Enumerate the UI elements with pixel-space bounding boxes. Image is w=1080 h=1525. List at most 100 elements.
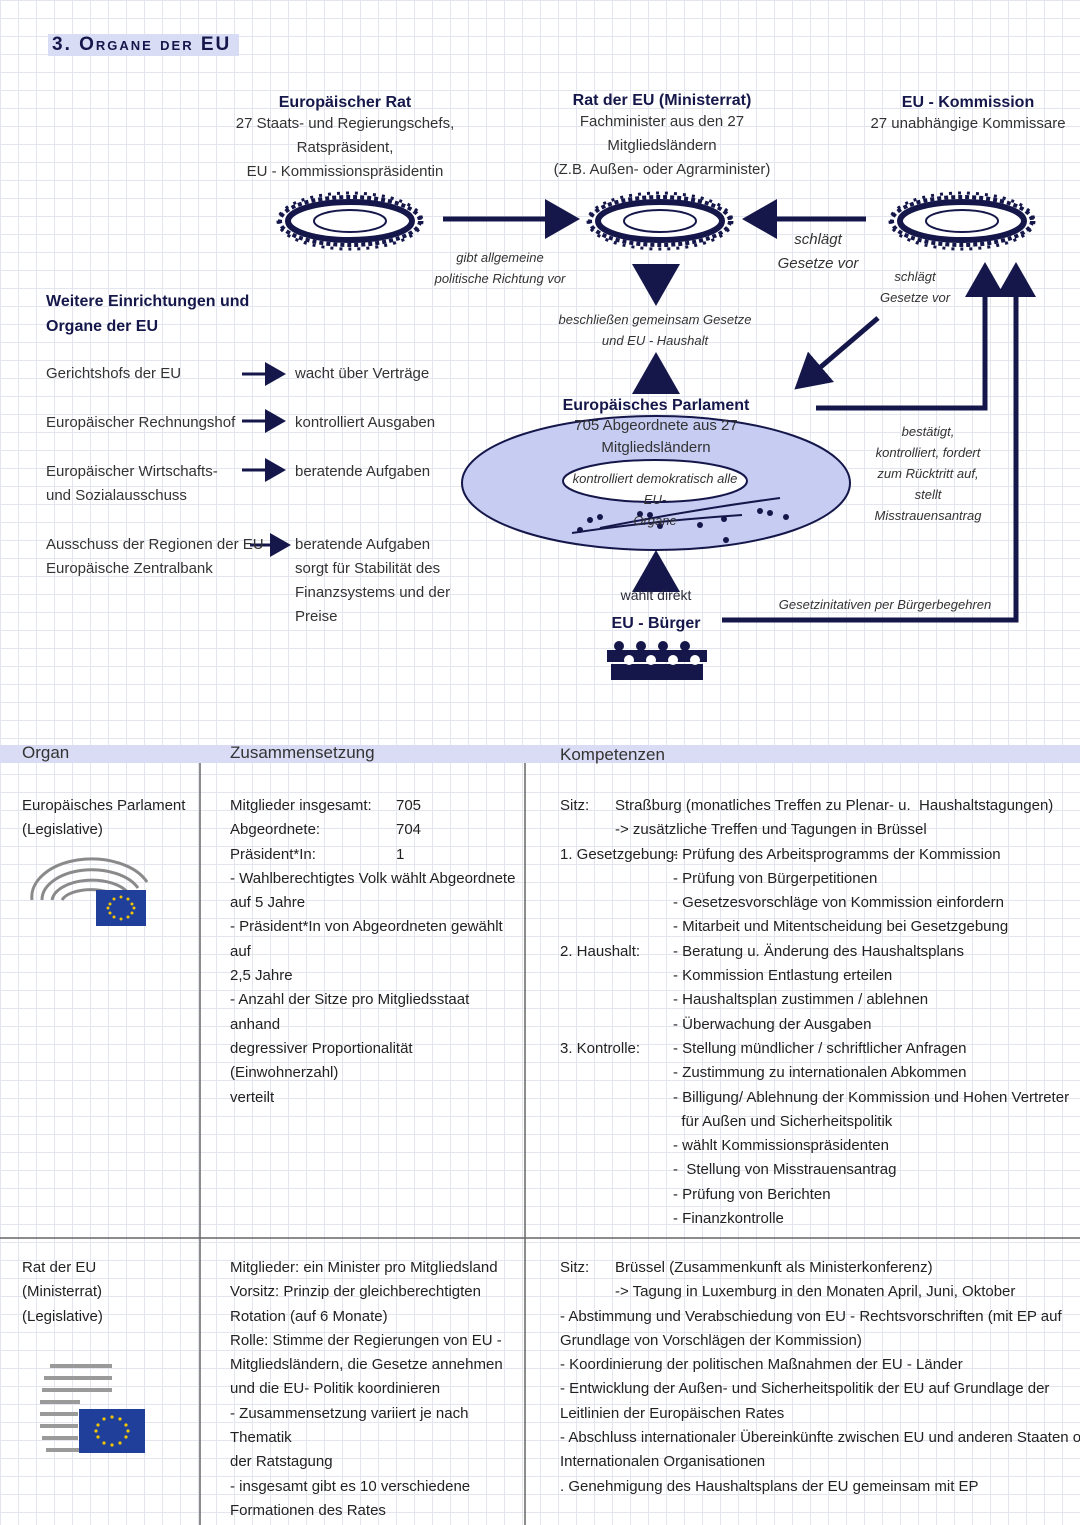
arrow-parlament-to-kommission — [816, 262, 1005, 411]
edge-label: wählt direkt — [620, 587, 692, 603]
edge-label: schlägt — [894, 269, 936, 284]
weitere-item-role: Preise — [295, 608, 338, 625]
edge-label: Gesetze vor — [777, 255, 859, 272]
weitere-item-name: Europäischer Rechnungshof — [46, 414, 236, 431]
parlament-inner-ellipse — [562, 459, 748, 503]
buerger-title: EU - Bürger — [611, 615, 701, 632]
zusammensetzung-line: der Ratstagung — [230, 1450, 520, 1474]
zusammensetzung-line: und die EU- Politik koordinieren — [230, 1377, 520, 1401]
zusammensetzung-key: Rolle: Stimme der Regierungen von EU - — [230, 1331, 502, 1349]
kompetenz-text: Internationalen Organisationen — [560, 1453, 766, 1471]
kompetenz-line: Sitz: Brüssel (Zusammenkunft als Minister… — [560, 1256, 1075, 1280]
kompetenz-line: 1. Gesetzgebung:- Prüfung des Arbeitspro… — [560, 843, 1075, 867]
kompetenz-line: - Mitarbeit und Mitentscheidung bei Gese… — [560, 915, 1075, 939]
zusammensetzung-line: degressiver Proportionalität (Einwohnerz… — [230, 1037, 520, 1086]
kompetenz-category: 3. Kontrolle: — [560, 1039, 641, 1057]
zusammensetzung-key: - Wahlberechtigtes Volk wählt Abgeordnet… — [230, 869, 516, 887]
table-header-kompetenzen: Kompetenzen — [560, 745, 665, 764]
kompetenz-text: - Abschluss internationaler Übereinkünft… — [560, 1429, 1080, 1447]
table-header-organ: Organ — [22, 743, 70, 762]
kompetenz-text: - Zustimmung zu internationalen Abkommen — [673, 1064, 967, 1082]
zusammensetzung-line: Abgeordnete: 704 — [230, 818, 520, 842]
kompetenz-text: Brüssel (Zusammenkunft als Ministerkonfe… — [615, 1259, 933, 1276]
parlament-line: 705 Abgeordnete aus 27 — [574, 417, 738, 434]
kompetenz-category: Sitz: — [560, 1259, 590, 1276]
kompetenz-line: Sitz: Straßburg (monatliches Treffen zu P… — [560, 794, 1075, 818]
kompetenz-text: Grundlage von Vorschlägen der Kommission… — [560, 1331, 862, 1349]
weitere-item-name: und Sozialausschuss — [46, 487, 187, 504]
kompetenz-text: . Genehmigung des Haushaltsplans der EU … — [560, 1477, 979, 1495]
kompetenz-category: 2. Haushalt: — [560, 942, 641, 960]
rat-der-eu-title: Rat der EU (Ministerrat) — [572, 92, 752, 109]
europaeischer-rat-ring — [278, 193, 422, 249]
edge-label: politische Richtung vor — [434, 271, 566, 286]
kompetenz-line: -> Tagung in Luxemburg in den Monaten Ap… — [560, 1280, 1075, 1304]
kompetenz-line: Internationalen Organisationen — [560, 1450, 1075, 1474]
kompetenz-line: -> zusätzliche Treffen und Tagungen in B… — [560, 818, 1075, 842]
row-organ: Rat der EU — [22, 1259, 97, 1276]
edge-label: bestätigt, — [901, 424, 955, 439]
row-organ: (Legislative) — [22, 821, 103, 839]
europaeischer-rat-line: EU - Kommissionspräsidentin — [246, 163, 444, 180]
kompetenz-line: für Außen und Sicherheitspolitik — [560, 1110, 1075, 1134]
zusammensetzung-key: degressiver Proportionalität (Einwohnerz… — [230, 1039, 413, 1082]
kompetenz-text: - Stellung von Misstrauensantrag — [673, 1161, 897, 1179]
edge-label: beschließen gemeinsam Gesetze — [558, 312, 752, 327]
kompetenz-text: - Finanzkontrolle — [673, 1210, 784, 1228]
zusammensetzung-line: - Zusammensetzung variiert je nach Thema… — [230, 1402, 520, 1451]
kompetenz-line: - Zustimmung zu internationalen Abkommen — [560, 1061, 1075, 1085]
kompetenz-category: Sitz: — [560, 797, 590, 814]
zusammensetzung-line: Formationen des Rates — [230, 1499, 520, 1523]
rat-der-eu-line: Mitgliedsländern — [607, 137, 717, 154]
kompetenz-text: - Billigung/ Ablehnung der Kommission un… — [673, 1088, 1070, 1106]
table-header-zusammensetzung: Zusammensetzung — [230, 743, 375, 762]
kompetenz-text: - Prüfung von Bürgerpetitionen — [673, 869, 878, 887]
rat-der-eu-line: (Z.B. Außen- oder Agrarminister) — [553, 161, 771, 178]
weitere-item-role: sorgt für Stabilität des — [295, 560, 441, 577]
arrow-kommission-to-parlament — [794, 316, 880, 390]
kompetenz-line: - Koordinierung der politischen Maßnahme… — [560, 1353, 1075, 1377]
zusammensetzung-key: - Zusammensetzung variiert je nach Thema… — [230, 1404, 469, 1447]
arrow-buerger-to-kommission — [722, 262, 1036, 623]
kompetenz-text: -> Tagung in Luxemburg in den Monaten Ap… — [615, 1283, 1016, 1301]
zusammensetzung-key: der Ratstagung — [230, 1453, 333, 1471]
weitere-item-name: Gerichtshofs der EU — [46, 365, 182, 382]
zusammensetzung-key: verteilt — [230, 1088, 275, 1106]
zusammensetzung-value: 704 — [396, 821, 422, 839]
kompetenz-text: - Abstimmung und Verabschiedung von EU -… — [560, 1307, 1062, 1325]
zusammensetzung-line: Mitgliedsländern, die Gesetze annehmen — [230, 1353, 520, 1377]
kompetenz-line: - Billigung/ Ablehnung der Kommission un… — [560, 1086, 1075, 1110]
kompetenz-text: für Außen und Sicherheitspolitik — [673, 1112, 893, 1130]
edge-label: und EU - Haushalt — [601, 333, 709, 348]
kompetenz-text: - Prüfung des Arbeitsprogramms der Kommi… — [673, 845, 1001, 863]
parlament-seats-icon — [571, 497, 789, 543]
zusammensetzung-key: - insgesamt gibt es 10 verschiedene — [230, 1477, 471, 1495]
zusammensetzung-key: auf 5 Jahre — [230, 894, 306, 912]
table-header-band — [0, 745, 1080, 763]
zusammensetzung-line: Vorsitz: Prinzip der gleichberechtigten — [230, 1280, 520, 1304]
zusammensetzung-key: und die EU- Politik koordinieren — [230, 1380, 441, 1398]
kompetenz-text: - Stellung mündlicher / schriftlicher An… — [673, 1039, 967, 1057]
kompetenz-line: - Abstimmung und Verabschiedung von EU -… — [560, 1305, 1075, 1329]
kompetenz-text: Straßburg (monatliches Treffen zu Plenar… — [615, 797, 1054, 814]
kompetenz-text: Leitlinien der Europäischen Rates — [560, 1404, 785, 1422]
kompetenz-line: - Stellung von Misstrauensantrag — [560, 1158, 1075, 1182]
zusammensetzung-key: - Anzahl der Sitze pro Mitgliedsstaat an… — [230, 991, 470, 1033]
kompetenz-line: - Haushaltsplan zustimmen / ablehnen — [560, 988, 1075, 1012]
parlament-line: Mitgliedsländern — [601, 439, 711, 456]
zusammensetzung-key: Formationen des Rates — [230, 1501, 386, 1519]
zusammensetzung-key: - Präsident*In von Abgeordneten gewählt … — [230, 918, 503, 960]
zusammensetzung-line: 2,5 Jahre — [230, 964, 520, 988]
zusammensetzung-key: 2,5 Jahre — [230, 967, 293, 985]
kompetenz-text: -> zusätzliche Treffen und Tagungen in B… — [615, 821, 927, 839]
edge-label: Gesetzinitativen per Bürgerbegehren — [778, 597, 992, 612]
buerger-icon — [607, 641, 707, 680]
kompetenz-text: - Prüfung von Berichten — [673, 1185, 831, 1203]
zusammensetzung-line: Mitglieder: ein Minister pro Mitgliedsla… — [230, 1256, 520, 1280]
zusammensetzung-key: Mitglieder: ein Minister pro Mitgliedsla… — [230, 1259, 498, 1276]
zusammensetzung-key: Abgeordnete: — [230, 821, 321, 839]
edge-label: kontrolliert, fordert — [875, 445, 981, 460]
weitere-item-name: Europäischer Wirtschafts- — [46, 463, 218, 480]
edge-label: schlägt — [794, 231, 842, 248]
